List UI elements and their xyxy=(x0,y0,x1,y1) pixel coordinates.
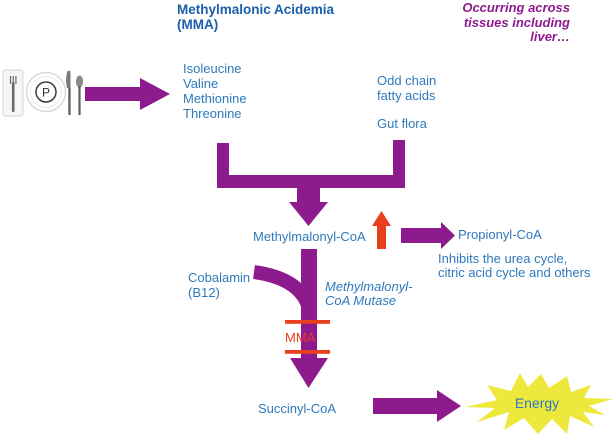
convergence-connector xyxy=(217,140,405,188)
to-methylmalonyl-arrow xyxy=(289,188,328,226)
diagram-title: Methylmalonic Acidemia (MMA) xyxy=(177,2,335,32)
succinyl-coa-label: Succinyl-CoA xyxy=(258,401,337,416)
energy-label: Energy xyxy=(514,395,560,411)
plate-icon: P xyxy=(2,69,84,117)
to-propionyl-arrow xyxy=(401,222,455,249)
cobalamin-arrow xyxy=(252,265,315,308)
amino-acids-list: Isoleucine Valine Methionine Threonine xyxy=(183,61,247,121)
gut-flora-label: Gut flora xyxy=(377,116,427,131)
inhibits-note: Inhibits the urea cycle, citric acid cyc… xyxy=(438,251,591,280)
methylmalonyl-coa-label: Methylmalonyl-CoA xyxy=(253,229,366,244)
mutase-arrow xyxy=(290,249,328,388)
cobalamin-label: Cobalamin (B12) xyxy=(188,270,251,300)
to-energy-arrow xyxy=(373,390,461,422)
plate-letter: P xyxy=(42,86,50,100)
propionyl-coa-label: Propionyl-CoA xyxy=(458,227,542,242)
enzyme-label: Methylmalonyl- CoA Mutase xyxy=(325,279,413,308)
up-arrow-icon xyxy=(372,211,391,249)
energy-burst-icon xyxy=(465,373,613,434)
diet-arrow xyxy=(85,78,170,110)
block-line-bottom xyxy=(285,350,330,354)
odd-chain-fatty-acids-label: Odd chain fatty acids xyxy=(377,73,437,103)
context-annotation: Occurring across tissues including liver… xyxy=(462,0,570,44)
block-line-top xyxy=(285,320,330,324)
mma-badge: MMA xyxy=(285,330,316,345)
